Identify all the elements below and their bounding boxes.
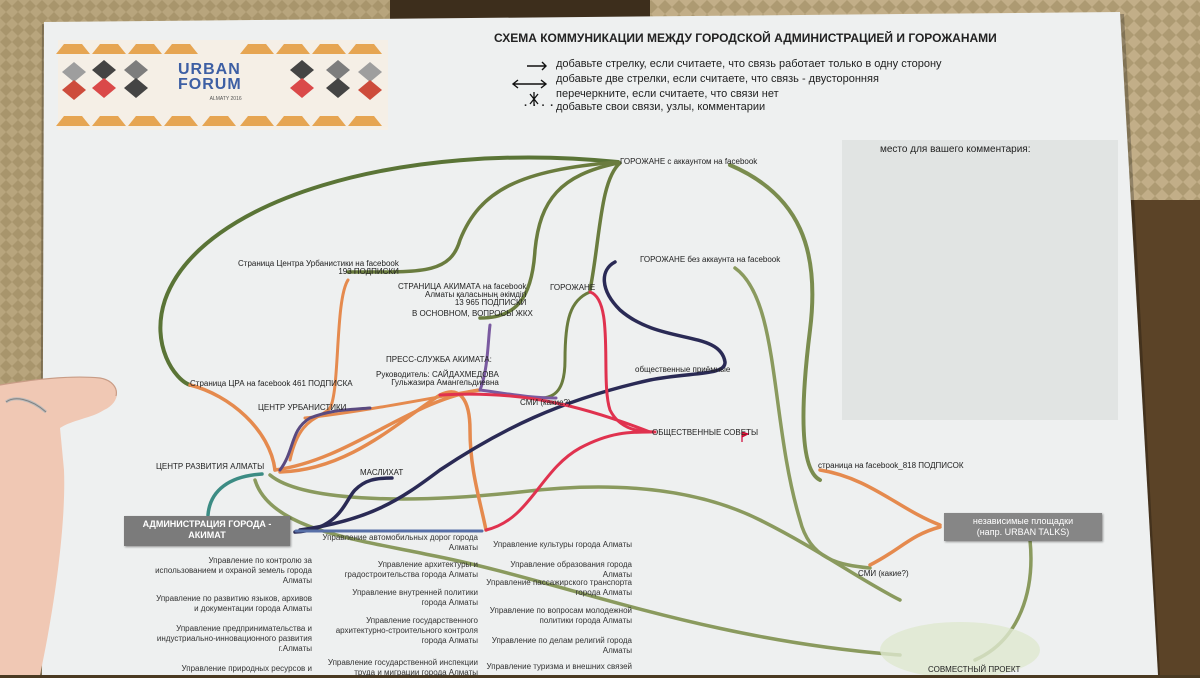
node-media-2: СМИ (какие?) [858,569,909,578]
diagram-title: СХЕМА КОММУНИКАЦИИ МЕЖДУ ГОРОДСКОЙ АДМИН… [494,31,997,45]
press-head-line1: Руководитель: САЙДАХМЕДОВА [376,370,499,379]
node-joint-project: СОВМЕСТНЫЙ ПРОЕКТ [928,665,1021,674]
node-press-service: ПРЕСС-СЛУЖБА АКИМАТА: [386,355,492,364]
node-citizens-facebook: ГОРОЖАНЕ с аккаунтом на facebook [620,157,758,166]
dept-architecture: Управление архитектуры и градостроительс… [344,560,479,579]
akimat-page-kz: Алматы қаласының әкімдігі [425,290,527,299]
node-facebook-818: страница на facebook_818 ПОДПИСОК [818,461,964,470]
node-urban-center-page: Страница Центра Урбанистики на facebook … [238,260,399,276]
node-maslikhat: МАСЛИХАТ [360,468,404,477]
node-independent-platforms-box: независимые площадки (напр. URBAN TALKS) [944,513,1102,541]
legend-one-way: добавьте стрелку, если считаете, что свя… [556,58,942,70]
node-media-1: СМИ (какие?) [520,398,571,407]
dept-roads: Управление автомобильных дорог города Ал… [322,533,478,552]
urban-center-page-label: Страница Центра Урбанистики на facebook [238,259,399,268]
legend-add-own: добавьте свои связи, узлы, комментарии [556,101,766,113]
dept-religion: Управление по делам религий города Алмат… [491,636,632,655]
legend-no-link: перечеркните, если считаете, что связи н… [556,88,779,100]
independent-platforms-example: (напр. URBAN TALKS) [976,527,1070,537]
logo-sub: ALMATY 2016 [209,96,242,102]
node-cra-page: Страница ЦРА на facebook 461 ПОДПИСКА [190,379,353,388]
dept-culture: Управление культуры города Алматы [493,540,632,549]
dept-natural-resources: Управление природных ресурсов и [181,664,312,673]
dept-youth-policy: Управление по вопросам молодежной полити… [489,606,632,625]
legend-dots-marker: · · · · [524,100,555,112]
urban-forum-logo: URBAN FORUM ALMATY 2016 [178,62,242,107]
dept-internal-policy: Управление внутренней политики города Ал… [352,588,478,607]
node-press-head: Руководитель: САЙДАХМЕДОВА Гульжазира Ам… [376,371,499,387]
akimat-page-label: СТРАНИЦА АКИМАТА на facebook [398,282,527,291]
logo-line2: FORUM [178,76,242,93]
node-urban-center: ЦЕНТР УРБАНИСТИКИ [258,403,347,412]
dept-entrepreneurship: Управление предпринимательства и индустр… [156,624,312,653]
urban-center-page-count: 193 ПОДПИСКИ [338,267,399,276]
node-akimat-page: СТРАНИЦА АКИМАТА на facebook Алматы қала… [398,283,526,307]
dept-passenger-transport: Управление пассажирского транспорта горо… [486,578,632,597]
dept-labor-inspection: Управление государственной инспекции тру… [327,658,478,677]
logo-line1: URBAN [178,61,241,78]
node-public-reception: общественные приёмные [635,365,731,374]
dept-tourism: Управление туризма и внешних связей [486,662,632,671]
node-public-councils: ОБЩЕСТВЕННЫЕ СОВЕТЫ [652,428,759,437]
independent-platforms-label: независимые площадки [972,516,1074,526]
akimat-page-count: 13 965 ПОДПИСКИ [454,298,527,307]
node-mostly-housing: В ОСНОВНОМ, ВОПРОСЫ ЖКХ [412,309,533,318]
legend-two-way: добавьте две стрелки, если считаете, что… [556,73,879,85]
dept-education: Управление образования города Алматы [510,560,632,579]
comment-label: место для вашего комментария: [880,144,1031,155]
dept-languages-archives: Управление по развитию языков, архивов и… [156,594,312,613]
node-citizens-no-facebook: ГОРОЖАНЕ без аккаунта на facebook [640,255,781,264]
node-city-administration-box: АДМИНИСТРАЦИЯ ГОРОДА - АКИМАТ [124,516,290,546]
node-citizens: ГОРОЖАНЕ [550,283,596,292]
dept-land-control: Управление по контролю за использованием… [155,556,312,585]
dept-construction-control: Управление государственного архитектурно… [335,616,478,645]
press-head-line2: Гульжазира Амангельдиевна [391,378,499,387]
node-cra: ЦЕНТР РАЗВИТИЯ АЛМАТЫ [156,462,265,471]
